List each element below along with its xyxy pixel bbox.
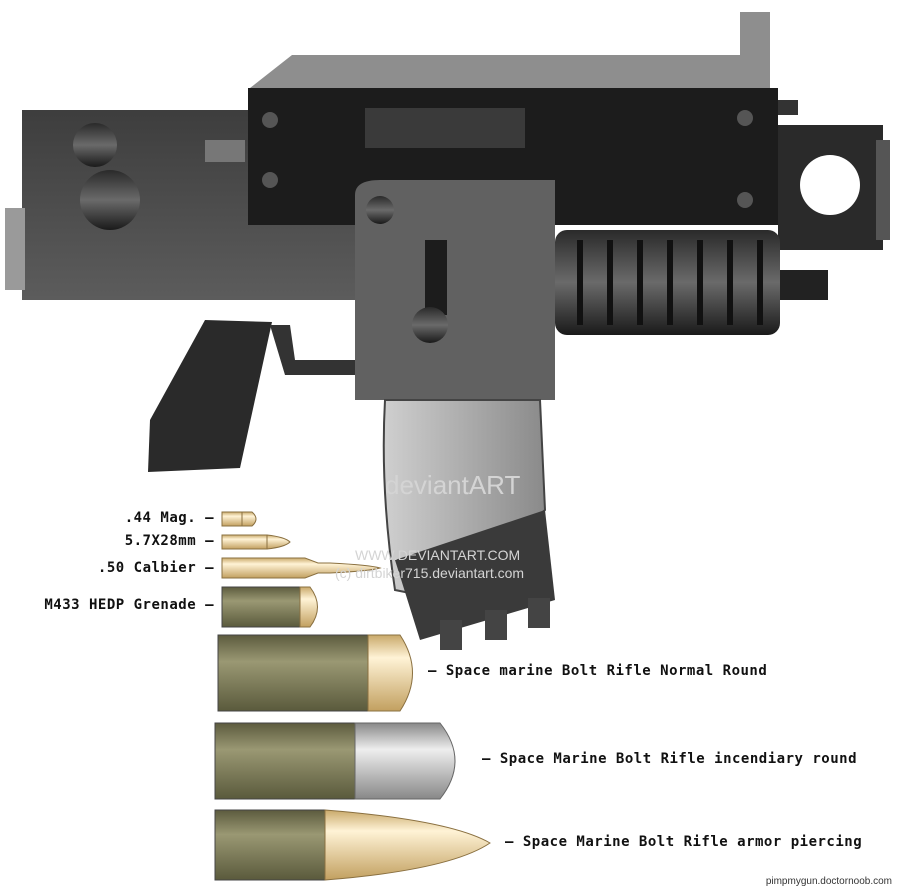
magazine xyxy=(382,399,555,650)
round-bolt-incendiary xyxy=(214,722,456,800)
label-bolt-normal: – Space marine Bolt Rifle Normal Round xyxy=(428,663,768,679)
watermark-site: WWW.DEVIANTART.COM xyxy=(355,547,521,563)
label-44-mag: .44 Mag. – xyxy=(124,510,214,526)
round-50-cal xyxy=(221,557,382,579)
top-rail xyxy=(250,12,770,88)
receiver xyxy=(248,88,778,225)
label-bolt-incendiary: – Space Marine Bolt Rifle incendiary rou… xyxy=(482,751,858,767)
pistol-grip xyxy=(148,320,385,472)
round-5-7x28 xyxy=(221,534,291,550)
label-bolt-armor-piercing: – Space Marine Bolt Rifle armor piercing xyxy=(505,834,863,850)
round-44-mag xyxy=(221,511,257,527)
round-m433-grenade xyxy=(221,586,318,628)
label-5-7x28: 5.7X28mm – xyxy=(124,533,214,549)
label-50-cal: .50 Calbier – xyxy=(97,560,214,576)
site-credit: pimpmygun.doctornoob.com xyxy=(765,876,892,887)
label-m433: M433 HEDP Grenade – xyxy=(44,597,214,613)
magazine-well xyxy=(355,180,555,400)
handguard xyxy=(555,230,780,335)
barrel-shroud xyxy=(778,100,890,300)
watermark-author: (c) dirtbiker715.deviantart.com xyxy=(335,565,525,581)
round-bolt-normal xyxy=(217,634,413,712)
round-bolt-armor-piercing xyxy=(214,809,491,881)
watermark-logo: deviantART xyxy=(385,470,521,500)
